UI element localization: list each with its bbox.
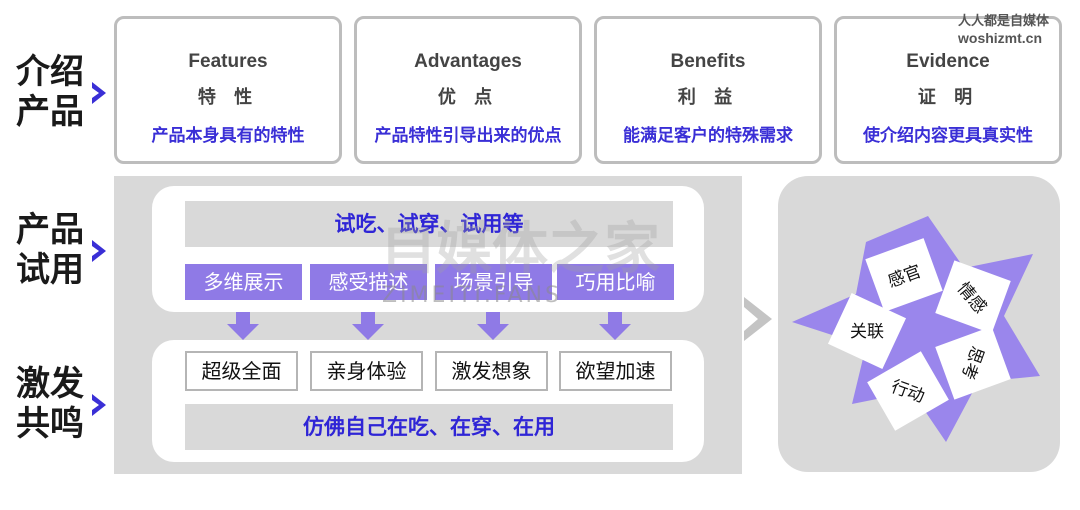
row-label-intro-text: 介绍 产品 [16,52,84,132]
row-label-resonance-text: 激发 共鸣 [16,364,84,444]
row-label-trial: 产品 试用 [16,210,106,290]
row-label-resonance: 激发 共鸣 [16,364,106,444]
trial-method-tag: 感受描述 [310,264,427,300]
fab-card-advantages: Advantages 优 点 产品特性引导出来的优点 [354,16,582,164]
watermark-logo: 人人都是自媒体 woshizmt.cn [958,14,1049,46]
fab-card-features: Features 特 性 产品本身具有的特性 [114,16,342,164]
fab-title-zh: 利 益 [677,87,739,108]
fab-title-en: Features [188,51,268,72]
star-petal-label: 关联 [850,322,884,342]
fab-title-en: Advantages [414,51,522,72]
fab-title-en: Evidence [906,51,990,72]
fab-title-zh: 优 点 [437,87,499,108]
fab-title-en: Benefits [670,51,746,72]
row-label-trial-text: 产品 试用 [16,210,84,290]
watermark-site-url: woshizmt.cn [958,30,1043,46]
arrow-down-icon [352,312,384,340]
resonance-effect-tag: 亲身体验 [310,351,423,391]
watermark-site-cn: 人人都是自媒体 [958,14,1050,29]
chevron-right-icon [92,82,106,104]
resonance-effect-tag: 激发想象 [435,351,548,391]
row-label-intro: 介绍 产品 [16,52,106,132]
resonance-effect-tag: 欲望加速 [559,351,672,391]
fab-description: 产品本身具有的特性 [151,126,305,146]
chevron-right-icon [92,394,106,416]
trial-method-tag: 多维展示 [185,264,302,300]
trial-method-tag: 场景引导 [435,264,552,300]
fab-title-zh: 特 性 [197,87,259,108]
fab-description: 使介绍内容更具真实性 [863,126,1033,146]
experience-star-diagram: 感官 情感 思考 行动 关联 [792,216,1040,442]
fab-card-benefits: Benefits 利 益 能满足客户的特殊需求 [594,16,822,164]
arrow-down-icon [227,312,259,340]
fab-description: 能满足客户的特殊需求 [623,126,793,146]
resonance-footer: 仿佛自己在吃、在穿、在用 [185,404,673,450]
resonance-effect-tag: 超级全面 [185,351,298,391]
chevron-right-icon [744,297,772,341]
fab-card-evidence: Evidence 证 明 使介绍内容更具真实性 [834,16,1062,164]
chevron-right-icon [92,240,106,262]
arrow-down-icon [477,312,509,340]
arrow-down-icon [599,312,631,340]
fab-description: 产品特性引导出来的优点 [374,126,562,146]
fab-title-zh: 证 明 [917,87,979,108]
trial-header: 试吃、试穿、试用等 [185,201,673,247]
trial-method-tag: 巧用比喻 [557,264,674,300]
